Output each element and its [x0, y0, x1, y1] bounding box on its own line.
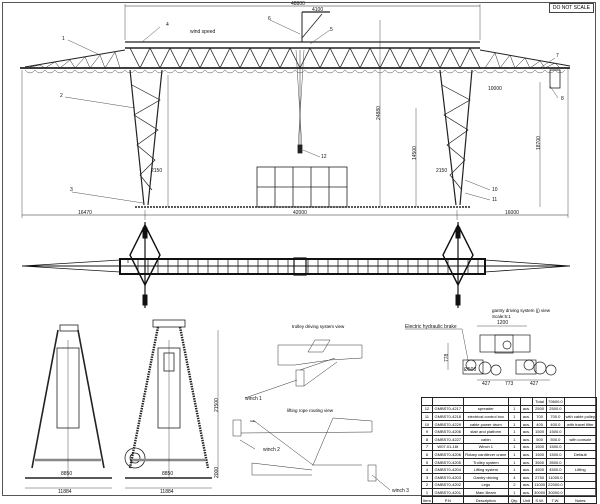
dim-trolley-offset: 4100: [312, 7, 324, 13]
dim-right-cantilever: 16000: [505, 210, 519, 216]
dim-span: 42000: [293, 210, 307, 216]
callout-1: 1: [62, 36, 65, 42]
lifting-rope-title: lifting rope routing view: [287, 408, 334, 413]
do-not-scale-stamp: DO NOT SCALE: [548, 3, 594, 13]
callout-12: 12: [321, 154, 327, 160]
callout-6: 6: [268, 16, 271, 22]
callout-5: 5: [330, 27, 333, 33]
dim-hook-height-mid: 14500: [412, 146, 418, 160]
dim-left-inner-width: 8850: [61, 471, 73, 477]
winch-3-label: winch 3: [392, 488, 409, 494]
dim-width: 1200: [497, 320, 509, 326]
dim-right-height: 21500: [214, 398, 220, 412]
gantry-detail-scale: Scale:5:1: [492, 314, 511, 319]
dim-height: 778: [444, 353, 450, 362]
callout-8: 8: [561, 96, 564, 102]
dim-right-inner-width: 8850: [162, 471, 174, 477]
dim-leg-offset-left: 2150: [151, 168, 163, 174]
callout-4: 4: [166, 22, 169, 28]
dim-right-base-width: 11884: [160, 489, 174, 495]
winch-1-label: winch 1: [245, 396, 262, 402]
wind-speed-label: wind speed: [190, 29, 216, 35]
dim-b: 773: [505, 381, 514, 387]
bom-total-row: Total 79600.0: [421, 397, 598, 406]
callout-11: 11: [492, 197, 498, 203]
callout-2: 2: [60, 93, 63, 99]
dim-left-cantilever: 16470: [78, 210, 92, 216]
dim-c: 427: [530, 381, 539, 387]
dim-a: 427: [482, 381, 491, 387]
dim-right-reach: 10000: [488, 86, 502, 92]
dim-leg-offset-right: 2150: [436, 168, 448, 174]
dim-total-length: 48800: [291, 1, 305, 7]
gantry-detail-title: gantry driving system (j) view: [492, 308, 551, 313]
winch-2-label: winch 2: [263, 447, 280, 453]
brake-label: Electric hydraulic brake: [405, 324, 457, 330]
callout-3: 3: [70, 187, 73, 193]
dim-overall-height: 24880: [376, 106, 382, 120]
callout-10: 10: [492, 187, 498, 193]
dim-wheel: Ø500: [464, 367, 477, 373]
dim-left-base-width: 11884: [58, 489, 72, 495]
callout-7: 7: [556, 53, 559, 59]
trolley-driving-title: trolley driving system view: [292, 324, 345, 329]
dim-hook-height-right: 18700: [536, 136, 542, 150]
drawing-frame: [2, 2, 596, 496]
dim-right-lower-height: 2000: [214, 466, 220, 478]
